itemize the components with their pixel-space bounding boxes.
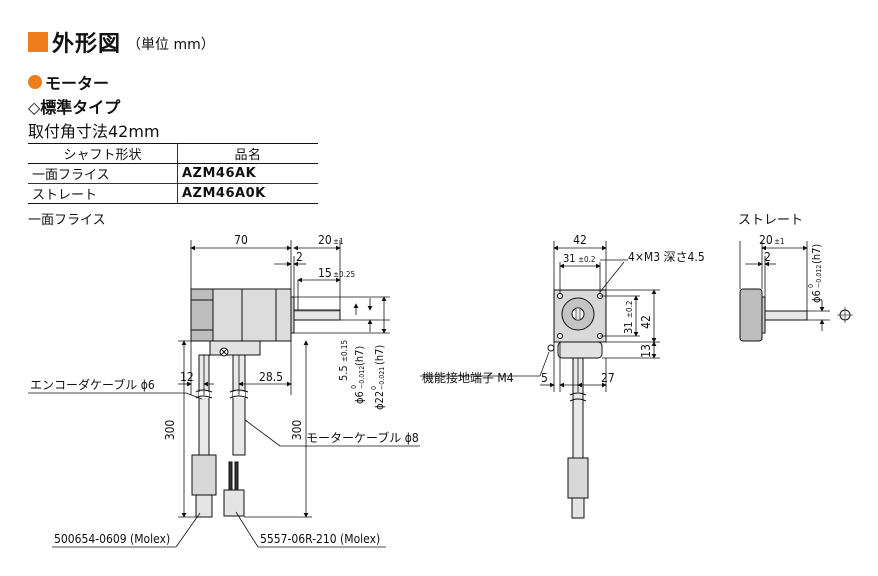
dim-phi22-fit: (h7) <box>373 345 386 365</box>
dim-31-width-tol: ±0.2 <box>578 255 595 264</box>
dim-31-height-tol: ±0.2 <box>625 301 634 318</box>
section-title: モーター <box>45 74 110 93</box>
dim-31-height: 31 <box>622 321 635 334</box>
encoder-cable-callout: エンコーダケーブル ϕ6 <box>30 377 155 392</box>
table-cell-shape: ストレート <box>28 183 178 204</box>
dim-31-height-group: 31 ±0.2 <box>622 301 635 334</box>
size-heading: 取付角寸法42mm <box>28 122 160 141</box>
type-heading: ◇標準タイプ <box>28 98 121 117</box>
dim-13: 13 <box>639 344 653 358</box>
dim-phi6-top: 0 <box>350 385 358 389</box>
dim-70: 70 <box>234 233 248 247</box>
dim-phi6: ϕ6 <box>353 391 366 404</box>
dim-phi22-bottom: −0.021 <box>378 367 386 390</box>
connector-2-callout: 5557-06R-210 (Molex) <box>260 532 380 546</box>
title-text: 外形図 <box>52 32 122 57</box>
dim-phi6-fit: (h7) <box>353 346 366 366</box>
dim-42-height: 42 <box>639 315 653 329</box>
dim-15: 15 <box>318 266 332 280</box>
straight-view-label: ストレート <box>738 213 804 228</box>
spec-table: シャフト形状 品名 一面フライス AZM46AK ストレート AZM46A0K <box>28 143 318 204</box>
dim-phi6-bottom: −0.012 <box>358 366 366 389</box>
table-row: 一面フライス AZM46AK <box>28 163 318 184</box>
thread-callout: 4×M3 深さ4.5 <box>628 250 705 264</box>
table-header-product: 品名 <box>177 143 318 164</box>
straight-dim-phi6-top: 0 <box>807 284 815 288</box>
dim-5: 5 <box>541 371 548 385</box>
side-view-dimensions <box>178 240 390 518</box>
straight-dim-2: 2 <box>764 250 771 264</box>
dim-phi22: ϕ22 <box>373 391 386 410</box>
front-view-dimensions <box>420 241 660 392</box>
dim-20: 20 <box>318 233 332 247</box>
dim-28-5: 28.5 <box>259 370 283 384</box>
dim-20-tol: ±1 <box>333 237 344 246</box>
side-view-motor <box>190 288 341 357</box>
table-cell-product: AZM46A0K <box>177 183 318 204</box>
dim-phi22-top: 0 <box>370 386 378 390</box>
dim-2: 2 <box>296 250 303 264</box>
page-title: 外形図 （単位 mm） <box>28 28 215 57</box>
straight-view <box>739 241 853 342</box>
dim-42-width: 42 <box>573 233 587 247</box>
front-view-motor <box>547 289 607 519</box>
unit-note: （単位 mm） <box>127 37 215 53</box>
dim-phi6-group: ϕ6 0 −0.012 (h7) <box>350 346 366 404</box>
straight-dim-phi6-fit: (h7) <box>810 244 823 264</box>
dim-phi22-group: ϕ22 0 −0.021 (h7) <box>370 345 386 410</box>
dim-300-right: 300 <box>290 420 304 441</box>
straight-dim-phi6: ϕ6 <box>810 290 823 303</box>
side-view-leaders <box>28 392 420 548</box>
side-view-label: 一面フライス <box>28 213 106 228</box>
table-header-shape: シャフト形状 <box>28 143 178 164</box>
dim-5-5: 5.5 <box>337 365 350 381</box>
section-heading: モーター <box>28 70 109 94</box>
dim-15-tol: ±0.25 <box>333 270 355 279</box>
straight-dim-phi6-group: ϕ6 0 −0.012 (h7) <box>807 244 823 303</box>
dim-27: 27 <box>601 371 615 385</box>
straight-dim-20: 20 <box>759 233 773 247</box>
motor-cable-callout: モーターケーブル ϕ8 <box>306 430 419 445</box>
orange-dot-icon <box>28 75 42 89</box>
table-cell-product: AZM46AK <box>177 163 318 184</box>
dim-5-5-tol: ±0.15 <box>340 340 349 362</box>
dim-12: 12 <box>180 370 194 384</box>
straight-dim-20-tol: ±1 <box>774 237 785 246</box>
straight-dim-phi6-bottom: −0.012 <box>815 265 823 288</box>
table-cell-shape: 一面フライス <box>28 163 178 184</box>
connector-1-callout: 500654-0609 (Molex) <box>54 532 170 546</box>
dim-31-width: 31 <box>563 252 576 265</box>
table-row: ストレート AZM46A0K <box>28 183 318 204</box>
dim-300-left: 300 <box>163 420 177 441</box>
side-view-cables <box>191 354 249 518</box>
orange-square-icon <box>28 32 48 52</box>
dim-5-5-group: 5.5 ±0.15 <box>337 340 350 381</box>
earth-terminal-callout: 機能接地端子 M4 <box>422 370 514 385</box>
